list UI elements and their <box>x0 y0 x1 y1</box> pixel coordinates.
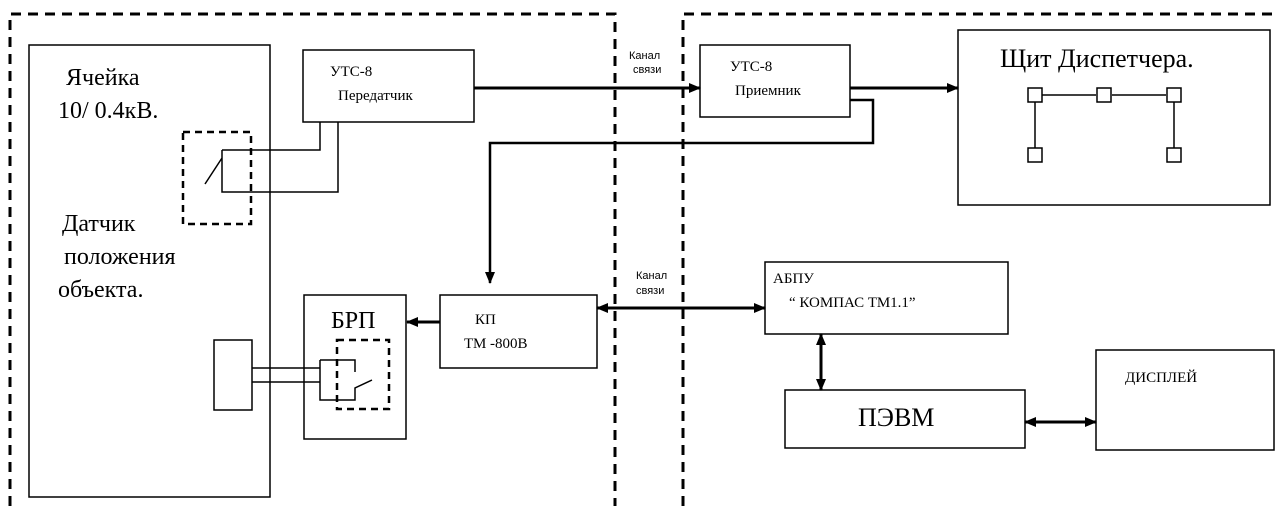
brp-label: БРП <box>331 308 376 334</box>
cell-title-line2: 10/ 0.4кВ. <box>58 98 159 124</box>
utc-transmitter-box <box>302 49 475 123</box>
sensor-contact-symbol <box>204 150 223 185</box>
utc-rx-line2: Приемник <box>735 83 801 99</box>
sensor-label-line1: Датчик <box>62 211 136 237</box>
abpu-box <box>764 261 1009 335</box>
sensor-label-line3: объекта. <box>58 277 144 303</box>
pevm-label: ПЭВМ <box>858 403 935 432</box>
channel-top-line1: Канал <box>629 50 661 62</box>
channel-top-line2: связи <box>633 64 662 76</box>
cell-box <box>28 44 271 498</box>
abpu-line1: АБПУ <box>773 271 814 287</box>
cell-title-line1: Ячейка <box>66 65 140 91</box>
channel-mid-line2: связи <box>636 285 665 297</box>
kp-line1: КП <box>475 312 496 328</box>
utc-tx-line2: Передатчик <box>338 88 413 104</box>
display-label: ДИСПЛЕЙ <box>1125 370 1198 386</box>
display-box <box>1095 349 1275 451</box>
channel-mid-line1: Канал <box>636 270 668 282</box>
wire-sensor-tx-1 <box>222 122 321 151</box>
utc-rx-line1: УТС-8 <box>730 59 773 75</box>
utc-tx-line1: УТС-8 <box>330 64 373 80</box>
wire-rx-to-kp <box>485 98 875 284</box>
mimic-diagram <box>1027 87 1182 163</box>
zone-right-border <box>681 12 1275 506</box>
sensor-label-line2: положения <box>64 244 176 270</box>
sensor-dashed-box <box>181 130 253 226</box>
dispatcher-panel-box <box>957 29 1271 206</box>
zone-left-border <box>8 12 617 506</box>
relay-contact-symbol <box>319 359 373 401</box>
kp-line2: ТМ -800В <box>464 336 528 352</box>
abpu-line2: “ КОМПАС ТМ1.1” <box>789 295 916 311</box>
utc-receiver-box <box>699 44 851 118</box>
brp-relay-dashed-box <box>335 338 391 411</box>
kp-box <box>439 294 598 369</box>
wire-sensor-tx-2 <box>221 122 339 193</box>
brp-box <box>303 294 407 440</box>
actuator-block <box>213 339 253 411</box>
dispatcher-title: Щит Диспетчера. <box>1000 44 1194 73</box>
